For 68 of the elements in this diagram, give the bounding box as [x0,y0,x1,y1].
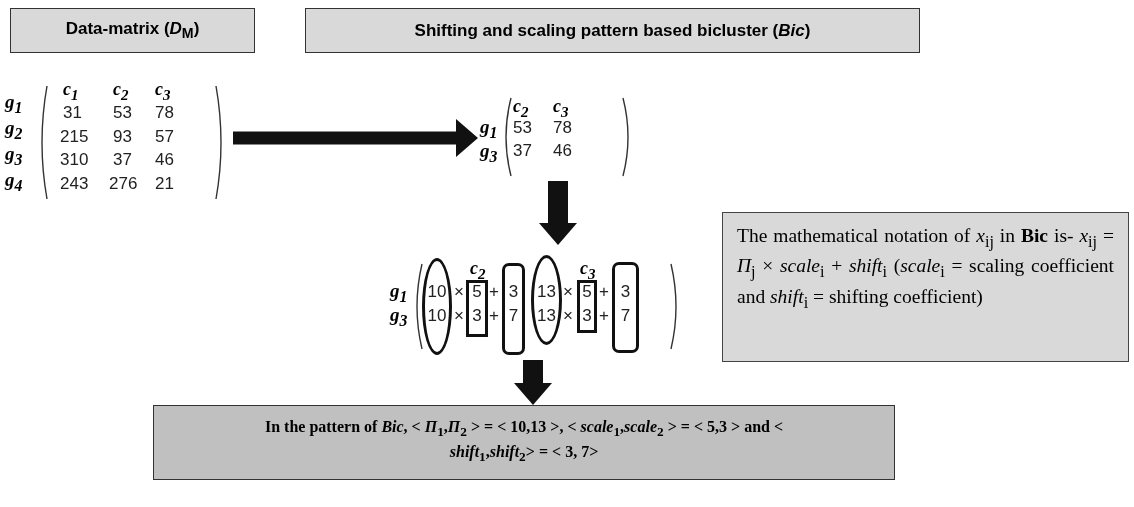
matrix-value: 53 [513,119,532,136]
operator-symbol: + [599,283,609,300]
highlight-frame [466,280,488,337]
operator-symbol: × [563,283,573,300]
header-text: Data-matrix (D$_{M}$) [65,19,200,42]
matrix-value: 215 [60,128,89,145]
note-box [722,212,1129,362]
matrix-value: 57 [155,128,174,145]
block-arrow [539,181,577,245]
note-text: The mathematical notation of x$_{ij}$ in Bic is- x$_{ij}$ = Π$_{j}$ × scale$_{i}$ + shift$_{i}$ (scale$_{i}$ = scaling coefficient and shift$_{i}$ = shifting coefficient) [737,225,1114,307]
row-label: g$_{2}$ [5,118,23,142]
matrix-value: 5 [471,283,483,300]
highlight-ellipse [422,258,452,355]
column-label: c$_{2}$ [113,80,129,103]
column-label: c$_{3}$ [553,97,569,120]
row-label: g$_{1}$ [390,281,408,305]
matrix-value: 78 [553,119,572,136]
row-label: g$_{3}$ [480,141,498,165]
operator-symbol: + [489,307,499,324]
matrix-value: 7 [507,307,520,324]
matrix-value: 53 [113,104,132,121]
row-label: g$_{1}$ [5,92,23,116]
matrix-value: 31 [63,104,82,121]
matrix-value: 5 [581,283,593,300]
matrix-value: 93 [113,128,132,145]
column-label: c$_{2}$ [513,97,529,120]
highlight-frame [577,280,597,333]
matrix-value: 310 [60,151,89,168]
row-label: g$_{1}$ [480,117,498,141]
result-text: In the pattern of Bic, < Π$_{1}$,Π$_{2}$ > = < 10,13 >, < scale$_{1}$,scale$_{2}$ > = < 5,3 > and < shift$_{1}$,shift$_{2}$> = < 3, 7> [264,418,784,461]
matrix-value: 37 [513,142,532,159]
matrix-value: 3 [581,307,593,324]
operator-symbol: + [599,307,609,324]
column-label: c$_{3}$ [155,80,171,103]
matrix-value: 3 [619,283,632,300]
operator-symbol: × [454,283,464,300]
matrix-value: 3 [471,307,483,324]
matrix-value: 276 [109,175,138,192]
highlight-frame [502,263,525,355]
block-arrow [514,360,552,405]
header-text: Shifting and scaling pattern based bicluster (Bic) [414,20,811,41]
matrix-value: 13 [536,283,557,300]
matrix-value: 46 [553,142,572,159]
row-label: g$_{3}$ [5,144,23,168]
block-arrow [233,119,478,157]
matrix-value: 10 [426,307,448,324]
matrix-value: 243 [60,175,89,192]
column-label: c$_{3}$ [580,259,596,282]
operator-symbol: × [563,307,573,324]
matrix-value: 78 [155,104,174,121]
operator-symbol: + [489,283,499,300]
matrix-value: 7 [619,307,632,324]
row-label: g$_{4}$ [5,170,23,194]
highlight-frame [612,262,639,353]
operator-symbol: × [454,307,464,324]
matrix-value: 21 [155,175,174,192]
matrix-value: 37 [113,151,132,168]
column-label: c$_{2}$ [470,259,486,282]
result-box [153,405,895,480]
matrix-value: 10 [426,283,448,300]
highlight-ellipse [531,255,562,345]
header-box [305,8,920,53]
row-label: g$_{3}$ [390,305,408,329]
column-label: c$_{1}$ [63,80,79,103]
header-box [10,8,255,53]
matrix-value: 13 [536,307,557,324]
matrix-value: 46 [155,151,174,168]
matrix-value: 3 [507,283,520,300]
